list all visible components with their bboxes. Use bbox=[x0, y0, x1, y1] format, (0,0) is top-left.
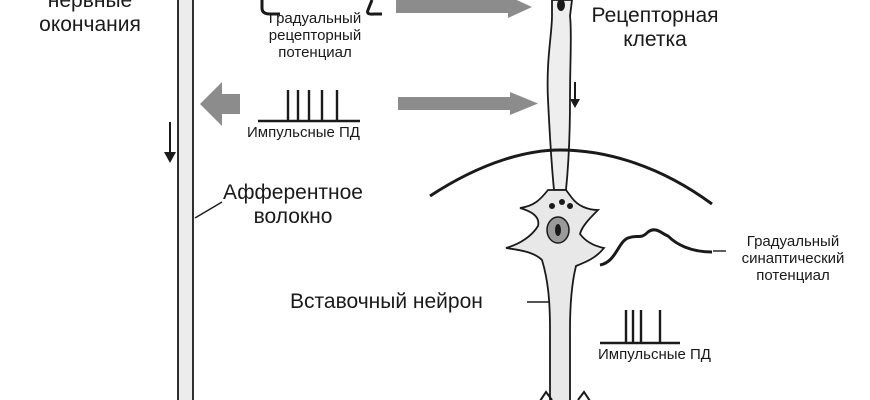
graded-synaptic-potential-label: Градуальный синаптический потенциал bbox=[726, 233, 860, 284]
receptor-potential-wave-icon bbox=[260, 0, 280, 16]
afferent-fiber-label: Афферентное волокно bbox=[218, 181, 368, 228]
graded-receptor-line1: Градуальный bbox=[268, 10, 362, 27]
receptor-cell-label: Рецепторная клетка bbox=[590, 4, 720, 51]
graded-receptor-line2: рецепторный bbox=[268, 26, 362, 44]
impulse-ap-top-label: Импульсные ПД bbox=[247, 124, 360, 141]
interneuron-body bbox=[505, 189, 606, 400]
interneuron-label: Вставочный нейрон bbox=[290, 290, 483, 313]
nerve-endings-line2: окончания bbox=[39, 12, 141, 36]
graded-synaptic-line3: потенциал bbox=[756, 266, 830, 284]
afferent-fiber bbox=[177, 0, 194, 400]
leader-afferent bbox=[194, 201, 223, 219]
impulse-spikes-bottom bbox=[600, 310, 680, 345]
nerve-endings-line1: нервные bbox=[47, 0, 133, 12]
graded-synaptic-line2: синаптический bbox=[741, 249, 845, 267]
receptor-cell bbox=[546, 0, 573, 191]
axon-terminal bbox=[539, 390, 591, 400]
graded-receptor-line3: потенциал bbox=[278, 43, 352, 61]
synaptic-potential-wave-icon bbox=[599, 228, 713, 267]
receptor-down-arrow-icon bbox=[570, 82, 580, 108]
top-gray-arrow-icon bbox=[396, 0, 532, 18]
graded-receptor-potential-label: Градуальный рецепторный потенциал bbox=[255, 10, 375, 61]
afferent-fiber-line1: Афферентное bbox=[222, 181, 363, 204]
impulse-ap-bottom-label: Импульсные ПД bbox=[598, 346, 711, 363]
impulse-spikes-top bbox=[258, 90, 360, 123]
receptor-cell-line2: клетка bbox=[623, 27, 687, 51]
receptor-cell-line1: Рецепторная bbox=[591, 4, 719, 27]
graded-synaptic-line1: Градуальный bbox=[746, 233, 840, 250]
left-down-arrow-icon bbox=[164, 122, 176, 163]
middle-gray-arrow-icon bbox=[398, 92, 538, 115]
left-gray-arrow-icon bbox=[200, 82, 240, 126]
nerve-endings-label: нервные окончания bbox=[30, 0, 150, 36]
afferent-fiber-line2: волокно bbox=[253, 204, 333, 228]
boundary-arc bbox=[429, 148, 713, 206]
